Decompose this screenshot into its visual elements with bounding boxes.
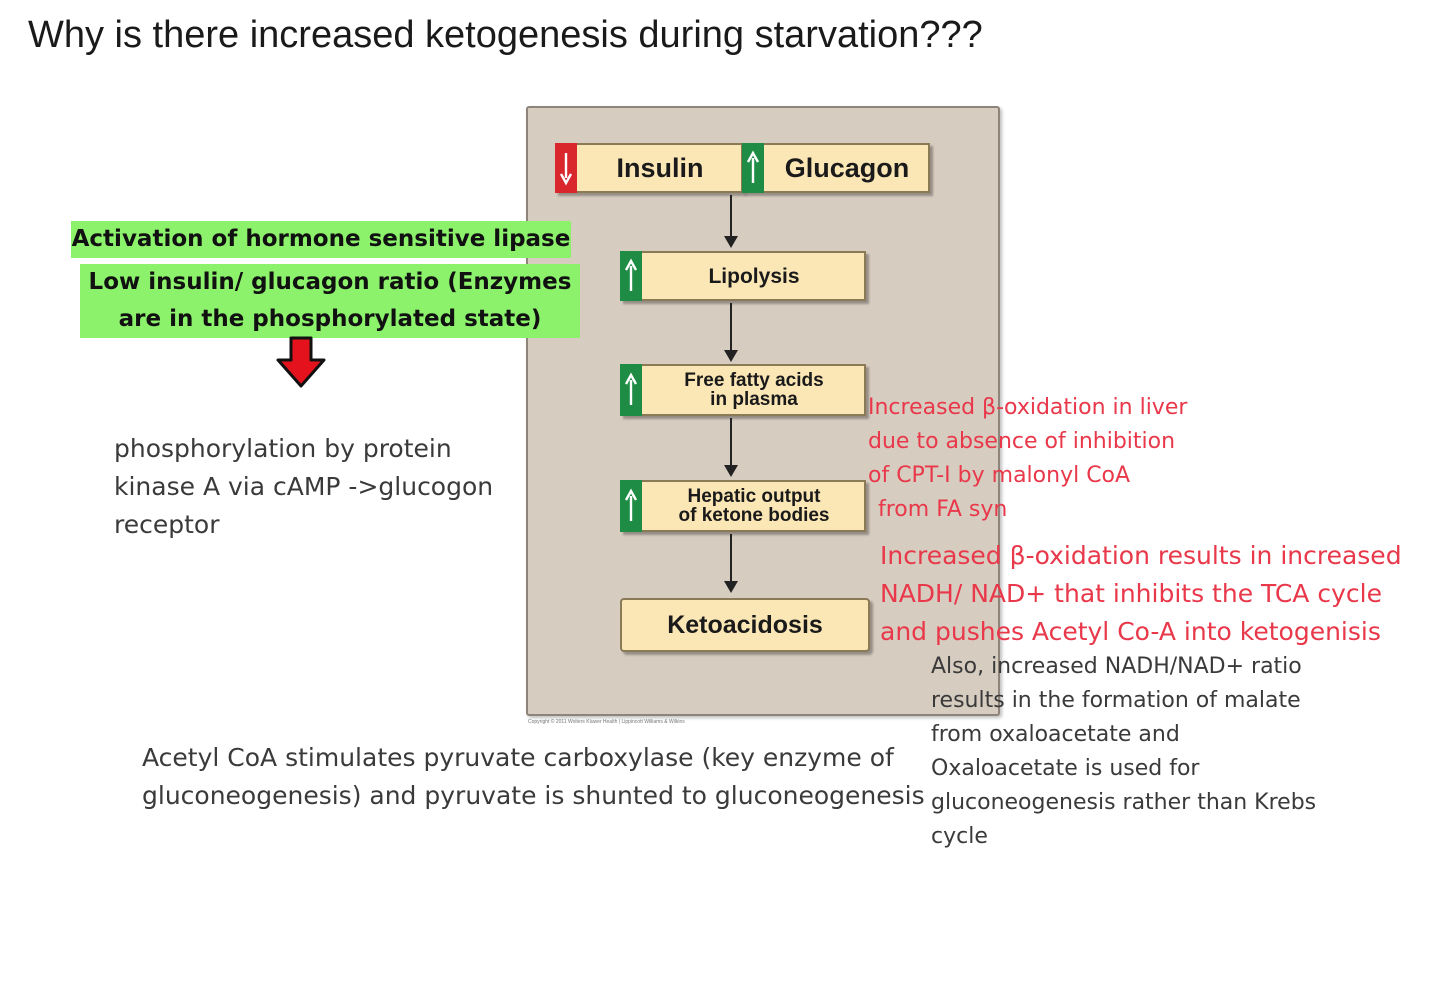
arrow-down-icon — [724, 581, 738, 593]
beta-line2: due to absence of inhibition — [868, 429, 1176, 454]
acetyl-line2: gluconeogenesis) and pyruvate is shunted… — [142, 781, 925, 810]
ffa-label-line1: Free fatty acids — [684, 370, 824, 391]
insulin-label: Insulin — [616, 152, 704, 183]
acetyl-line1: Acetyl CoA stimulates pyruvate carboxyla… — [142, 743, 894, 772]
hepatic-label-line2: of ketone bodies — [678, 505, 830, 526]
ffa-label-line2: in plasma — [710, 389, 798, 410]
increase-arrow-icon — [742, 143, 764, 193]
lipolysis-label: Lipolysis — [708, 264, 800, 288]
nadh-line1: Increased β-oxidation results in increas… — [880, 541, 1402, 570]
increase-arrow-icon — [620, 251, 642, 301]
red-down-arrow-icon — [276, 336, 326, 388]
phosphorylation-note: phosphorylation by protein kinase A via … — [114, 430, 493, 544]
acetyl-coa-note: Acetyl CoA stimulates pyruvate carboxyla… — [142, 739, 925, 815]
ketoacidosis-box: Ketoacidosis — [620, 598, 870, 652]
glucagon-label: Glucagon — [784, 152, 910, 183]
ratio-text-line1: Low insulin/ glucagon ratio (Enzymes — [88, 269, 572, 295]
ketoacidosis-label: Ketoacidosis — [667, 610, 823, 639]
connector-line — [730, 534, 732, 582]
hepatic-label-line1: Hepatic output — [687, 486, 821, 507]
copyright-note: Copyright © 2011 Wolters Kluwer Health |… — [528, 719, 685, 725]
malate-note: Also, increased NADH/NAD+ ratio results … — [931, 650, 1316, 854]
also-line2: results in the formation of malate — [931, 688, 1301, 713]
phospho-line2: kinase A via cAMP ->glucogon — [114, 472, 494, 501]
lipolysis-box: Lipolysis — [620, 251, 866, 301]
free-fatty-acids-box: Free fatty acids in plasma — [620, 364, 866, 416]
beta-oxidation-note: Increased β-oxidation in liver due to ab… — [868, 391, 1187, 527]
insulin-box: Insulin — [555, 143, 743, 193]
increase-arrow-icon — [620, 364, 642, 416]
hepatic-output-box: Hepatic output of ketone bodies — [620, 480, 866, 532]
also-line4: Oxaloacetate is used for — [931, 756, 1200, 781]
glucagon-box: Glucagon — [742, 143, 930, 193]
page-title: Why is there increased ketogenesis durin… — [28, 14, 983, 56]
phospho-line3: receptor — [114, 510, 220, 539]
ratio-text-line2: are in the phosphorylated state) — [118, 306, 542, 332]
nadh-line3: and pushes Acetyl Co-A into ketogenisis — [880, 617, 1381, 646]
arrow-down-icon — [724, 236, 738, 248]
also-line1: Also, increased NADH/NAD+ ratio — [931, 654, 1302, 679]
nadh-note: Increased β-oxidation results in increas… — [880, 537, 1402, 651]
arrow-down-icon — [724, 465, 738, 477]
beta-line4: from FA syn — [878, 497, 1008, 522]
beta-line1: Increased β-oxidation in liver — [868, 395, 1188, 420]
also-line6: cycle — [931, 824, 988, 849]
hsl-activation-note: Activation of hormone sensitive lipase — [71, 221, 571, 258]
increase-arrow-icon — [620, 480, 642, 532]
decrease-arrow-icon — [555, 143, 577, 193]
also-line5: gluconeogenesis rather than Krebs — [931, 790, 1317, 815]
hsl-activation-text: Activation of hormone sensitive lipase — [71, 226, 571, 252]
beta-line3: of CPT-I by malonyl CoA — [868, 463, 1131, 488]
connector-line — [730, 418, 732, 466]
arrow-down-icon — [724, 350, 738, 362]
also-line3: from oxaloacetate and — [931, 722, 1180, 747]
insulin-glucagon-ratio-note: Low insulin/ glucagon ratio (Enzymes are… — [80, 264, 580, 338]
connector-line — [730, 195, 732, 237]
connector-line — [730, 303, 732, 350]
nadh-line2: NADH/ NAD+ that inhibits the TCA cycle — [880, 579, 1382, 608]
phospho-line1: phosphorylation by protein — [114, 434, 452, 463]
